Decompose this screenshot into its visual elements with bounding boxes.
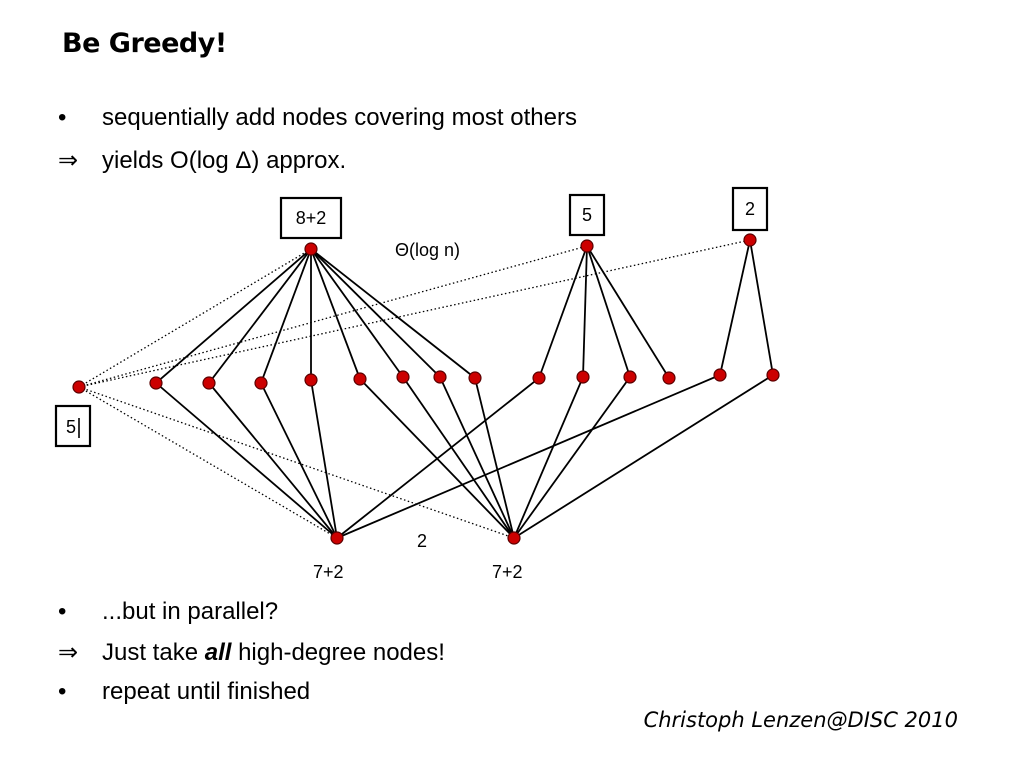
box-mid-hub-label: 5 xyxy=(582,205,592,225)
graph-edge xyxy=(474,377,515,539)
box-right-hub-label: 2 xyxy=(745,199,755,219)
box-far-left-label: 5 xyxy=(66,417,76,437)
graph-edge xyxy=(582,245,588,378)
bullet-text: repeat until finished xyxy=(102,678,311,705)
bullet-marker: • xyxy=(58,104,67,131)
graph-edge xyxy=(310,248,404,378)
box-far-left: 5 xyxy=(54,404,92,448)
bullet-top-2: ⇒ yields O(log Δ) approx. xyxy=(58,146,346,175)
graph-edge xyxy=(208,248,312,384)
graph-edge xyxy=(586,245,631,378)
bullet-text: sequentially add nodes covering most oth… xyxy=(102,104,577,131)
graph-edge xyxy=(155,248,312,384)
implies-marker: ⇒ xyxy=(58,147,79,174)
graph-node xyxy=(304,242,318,256)
dotted-edge xyxy=(78,386,515,539)
graph-node xyxy=(72,380,86,394)
footer-credit: Christoph Lenzen@DISC 2010 xyxy=(643,708,958,732)
box-right-hub: 2 xyxy=(731,186,769,232)
graph-edge xyxy=(310,379,338,539)
graph-edge xyxy=(336,377,540,539)
graph-node xyxy=(713,368,727,382)
graph-node xyxy=(254,376,268,390)
graph-edge xyxy=(359,378,515,539)
bullet-text-pre: Just take xyxy=(102,639,205,666)
slide-title: Be Greedy! xyxy=(62,28,227,59)
graph-edge xyxy=(439,376,515,539)
box-mid-hub: 5 xyxy=(568,193,606,237)
graph-edge xyxy=(310,248,476,379)
graph-node xyxy=(468,371,482,385)
graph-edge xyxy=(402,376,515,539)
graph-edge xyxy=(749,239,774,376)
dotted-edge xyxy=(78,386,338,539)
graph-node xyxy=(532,371,546,385)
graph-edge xyxy=(719,239,751,376)
theta-annotation: Θ(log n) xyxy=(395,240,460,260)
graph-node xyxy=(433,370,447,384)
graph-node xyxy=(623,370,637,384)
bullet-text: yields O(log Δ) approx. xyxy=(102,147,347,174)
graph-edge xyxy=(208,382,338,539)
bullet-top-1: • sequentially add nodes covering most ot… xyxy=(58,104,577,132)
bullet-marker: • xyxy=(58,598,67,625)
bullet-bottom-2: ⇒ Just take all high-degree nodes! xyxy=(58,638,445,667)
graph-edge xyxy=(513,376,584,539)
graph-node xyxy=(662,371,676,385)
box-left-hub: 8+2 xyxy=(279,196,343,240)
bullet-text-post: high-degree nodes! xyxy=(231,639,445,666)
graph-edge xyxy=(513,376,631,539)
bottom-node-2-label: 7+2 xyxy=(492,562,523,582)
graph-node xyxy=(766,368,780,382)
graph-edge xyxy=(586,245,670,379)
graph-edge xyxy=(513,374,774,539)
bullet-text: ...but in parallel? xyxy=(102,598,279,625)
bullet-text-emphasis: all xyxy=(204,639,232,666)
graph-node xyxy=(304,373,318,387)
graph-node xyxy=(576,370,590,384)
graph-node xyxy=(396,370,410,384)
graph-edges xyxy=(78,239,774,539)
two-annotation: 2 xyxy=(417,531,427,551)
graph-edge xyxy=(310,248,361,380)
graph-edge xyxy=(336,374,721,539)
graph-node xyxy=(330,531,344,545)
bullet-bottom-3: • repeat until finished xyxy=(58,678,310,706)
graph-node xyxy=(353,372,367,386)
graph-edge xyxy=(155,382,338,539)
bottom-node-1-label: 7+2 xyxy=(313,562,344,582)
graph-node xyxy=(580,239,594,253)
graph-nodes xyxy=(72,233,780,545)
dotted-edge xyxy=(78,239,751,388)
graph-node xyxy=(743,233,757,247)
graph-edge xyxy=(260,382,338,539)
bullet-bottom-1: • ...but in parallel? xyxy=(58,598,278,626)
box-left-hub-label: 8+2 xyxy=(296,208,327,228)
implies-marker: ⇒ xyxy=(58,639,79,666)
graph-node xyxy=(202,376,216,390)
bullet-marker: • xyxy=(58,678,67,705)
graph-edge xyxy=(310,248,441,378)
dotted-edge xyxy=(78,248,312,388)
graph-node xyxy=(149,376,163,390)
graph-node xyxy=(507,531,521,545)
graph-edge xyxy=(538,245,588,379)
graph-edge xyxy=(260,248,312,384)
